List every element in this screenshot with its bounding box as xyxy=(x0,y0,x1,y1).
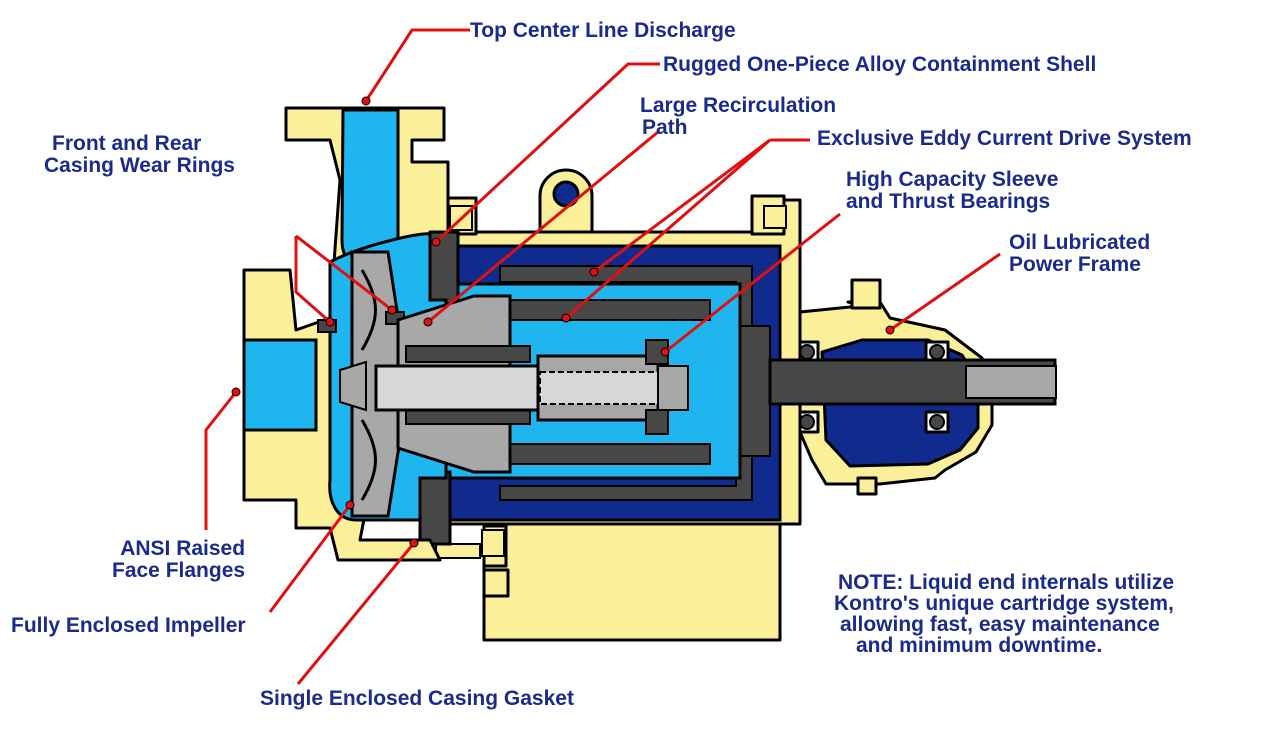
label-power-frame-line1: Oil Lubricated xyxy=(1009,231,1151,254)
label-gasket: Single Enclosed Casing Gasket xyxy=(260,687,574,710)
label-large-recirculation-line2: Path xyxy=(642,116,688,139)
label-containment-shell: Rugged One-Piece Alloy Containment Shell xyxy=(663,53,1097,76)
label-eddy-current: Exclusive Eddy Current Drive System xyxy=(817,127,1192,150)
note-line2: Kontro's unique cartridge system, xyxy=(834,592,1174,615)
label-ansi-flanges-line1: ANSI Raised xyxy=(120,537,246,560)
label-wear-rings: Front and Rear Casing Wear Rings xyxy=(44,133,235,177)
leader-dots xyxy=(231,96,895,548)
note-line4: and minimum downtime. xyxy=(856,634,1103,657)
label-top-center-line-discharge: Top Center Line Discharge xyxy=(470,19,736,42)
label-large-recirculation: Large Recirculation Path xyxy=(640,95,836,139)
note-block: NOTE: Liquid end internals utilize Kontr… xyxy=(826,572,1174,656)
note-line1: NOTE: Liquid end internals utilize xyxy=(838,571,1175,594)
note-line3: allowing fast, easy maintenance xyxy=(840,613,1160,636)
inner-shaft xyxy=(374,364,540,412)
label-power-frame-line2: Power Frame xyxy=(1009,253,1141,276)
label-large-recirculation-line1: Large Recirculation xyxy=(640,94,837,117)
label-bearings: High Capacity Sleeve and Thrust Bearings xyxy=(846,169,1058,213)
suction-inlet xyxy=(242,338,318,432)
label-ansi-flanges: ANSI Raised Face Flanges xyxy=(112,538,245,582)
label-bearings-line2: and Thrust Bearings xyxy=(846,190,1051,213)
label-ansi-flanges-line2: Face Flanges xyxy=(112,559,246,582)
label-bearings-line1: High Capacity Sleeve xyxy=(846,168,1059,191)
label-power-frame: Oil Lubricated Power Frame xyxy=(1009,232,1150,276)
leader-lines xyxy=(204,28,1001,685)
label-wear-rings-line1: Front and Rear xyxy=(52,132,202,155)
label-impeller: Fully Enclosed Impeller xyxy=(11,614,246,637)
label-wear-rings-line2: Casing Wear Rings xyxy=(44,154,235,177)
